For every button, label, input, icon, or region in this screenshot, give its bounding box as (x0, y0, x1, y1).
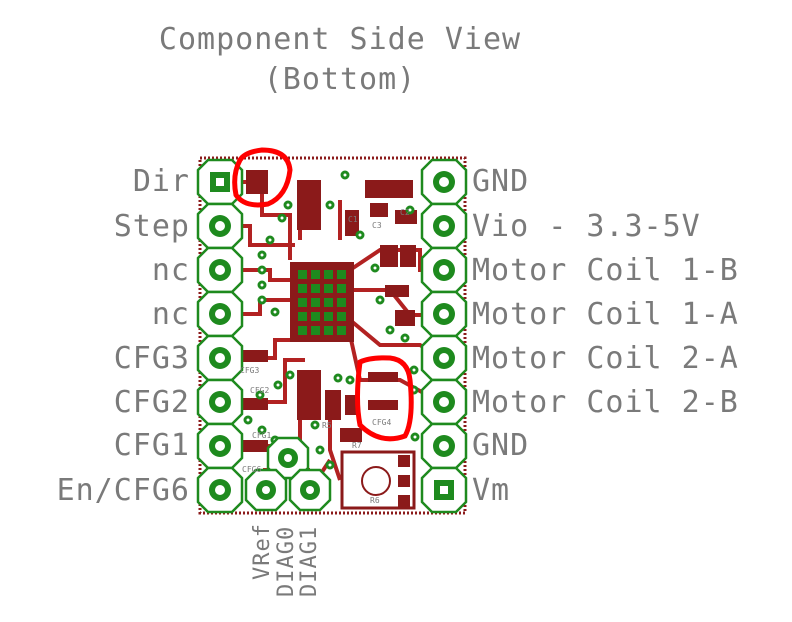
pad-diag-top (266, 436, 310, 480)
pad-coil-1b (420, 246, 468, 294)
pad-en-cfg6 (196, 466, 244, 514)
pad-cfg3 (196, 334, 244, 382)
pin-label-diag1: DIAG1 (297, 525, 322, 597)
pad-cfg1 (196, 422, 244, 470)
pad-gnd-1 (420, 158, 468, 206)
pin-label-step: Step (113, 209, 190, 244)
silk-cfg1: CFG1 (252, 431, 271, 440)
pad-gnd-2 (420, 422, 468, 470)
pin-label-coil-1a: Motor Coil 1-A (472, 297, 739, 332)
pin-label-coil-1b: Motor Coil 1-B (472, 253, 739, 288)
silk-c1: C1 (348, 215, 358, 224)
pad-nc-1 (196, 246, 244, 294)
pad-dir (196, 158, 244, 206)
pin-label-nc-2: nc (151, 297, 190, 332)
silk-c2: C2 (400, 208, 410, 217)
silk-cfg2: CFG2 (250, 386, 269, 395)
pin-label-diag0: DIAG0 (274, 525, 299, 597)
silk-cfg4: CFG4 (372, 418, 391, 427)
highlight-top-left (232, 147, 293, 208)
pin-label-coil-2a: Motor Coil 2-A (472, 341, 739, 376)
potentiometer-body (340, 450, 416, 510)
diagram-subtitle: (Bottom) (263, 62, 417, 97)
chip-pad-grid (298, 270, 346, 335)
silk-cfg3: CFG3 (240, 366, 259, 375)
smd-components (242, 170, 417, 452)
pad-coil-1a (420, 290, 468, 338)
pin-label-cfg1: CFG1 (113, 428, 190, 463)
silk-cfg6: CFG6 (242, 465, 261, 474)
highlight-center-right (355, 355, 414, 442)
silk-r7: R7 (352, 441, 362, 450)
pad-nc-2 (196, 290, 244, 338)
left-header-pads (196, 158, 244, 514)
pin-label-nc-1: nc (151, 253, 190, 288)
pad-step (196, 202, 244, 250)
pin-label-vio: Vio - 3.3-5V (472, 209, 701, 244)
pin-label-gnd-2: GND (472, 428, 530, 463)
right-header-pads (420, 158, 468, 514)
pin-label-dir: Dir (132, 164, 190, 199)
silk-c3: C3 (372, 221, 382, 230)
silk-r5: R5 (322, 421, 332, 430)
pad-vio (420, 202, 468, 250)
diagram-title: Component Side View (158, 22, 522, 57)
pad-vref (244, 468, 288, 512)
pin-label-cfg3: CFG3 (113, 341, 190, 376)
pad-diag1 (288, 468, 332, 512)
pad-coil-2a (420, 334, 468, 382)
silk-r6: R6 (370, 496, 380, 505)
pad-vm (420, 466, 468, 514)
pad-cfg2 (196, 378, 244, 426)
pad-coil-2b (420, 378, 468, 426)
bottom-header-pads (244, 436, 332, 512)
potentiometer-knob (361, 466, 391, 496)
pin-label-gnd-1: GND (472, 164, 530, 199)
pin-label-en-cfg6: En/CFG6 (56, 473, 190, 508)
via-group (220, 170, 420, 470)
pin-label-vref: VRef (250, 523, 275, 580)
pin-label-coil-2b: Motor Coil 2-B (472, 385, 739, 420)
pin-label-cfg2: CFG2 (113, 385, 190, 420)
pin-label-vm: Vm (472, 473, 511, 508)
